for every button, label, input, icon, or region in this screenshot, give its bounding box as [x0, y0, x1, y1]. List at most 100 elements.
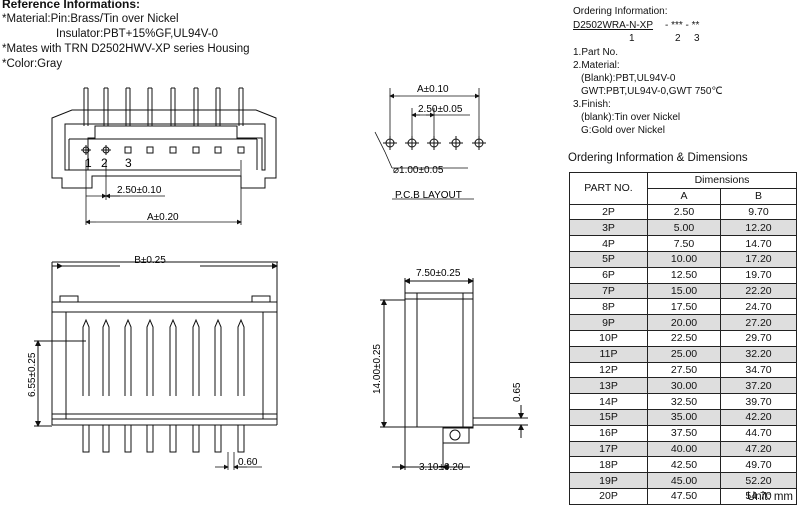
offset-dimension: 3.10±0.20: [419, 462, 464, 473]
table-cell-a: 40.00: [647, 440, 721, 458]
pin-leg: [237, 424, 245, 453]
table-cell-b: 42.20: [720, 408, 797, 426]
table-cell-part: 6P: [569, 266, 648, 284]
table-cell-b: 22.20: [720, 282, 797, 300]
ordering-index: 1: [629, 33, 635, 44]
ordering-item: 2.Material:: [573, 60, 620, 71]
table-cell-part: 14P: [569, 393, 648, 410]
table-cell-part: 3P: [569, 219, 648, 237]
table-cell-part: 16P: [569, 424, 648, 442]
pin: [102, 318, 110, 396]
pin-label: 2: [101, 156, 108, 170]
table-cell-b: 49.70: [720, 456, 797, 474]
table-cell-part: 20P: [569, 487, 648, 505]
pcb-layout: [374, 88, 480, 200]
table-header-a: A: [647, 187, 721, 205]
table-cell-part: 9P: [569, 314, 648, 331]
pcb-a-dimension: A±0.10: [417, 84, 449, 95]
pin-thickness-dimension: 0.65: [512, 382, 523, 402]
table-cell-part: 12P: [569, 361, 648, 379]
table-cell-a: 25.00: [647, 345, 721, 363]
ordering-index: 2: [675, 33, 681, 44]
front-view: [34, 261, 278, 427]
table-cell-a: 2.50: [647, 203, 721, 221]
pin-leg: [82, 424, 90, 453]
table-cell-b: 47.20: [720, 440, 797, 458]
top-view: [51, 87, 277, 189]
table-cell-a: 47.50: [647, 487, 721, 505]
pcb-pitch-dimension: 2.50±0.05: [418, 104, 463, 115]
table-header-dimensions: Dimensions: [647, 172, 797, 189]
table-cell-part: 15P: [569, 408, 648, 426]
table-cell-part: 17P: [569, 440, 648, 458]
table-cell-a: 7.50: [647, 235, 721, 252]
table-cell-b: 32.20: [720, 345, 797, 363]
pin-label: 1: [85, 156, 92, 170]
table-cell-part: 5P: [569, 250, 648, 268]
pin-contact: [214, 146, 222, 154]
table-cell-part: 8P: [569, 298, 648, 316]
depth-dimension: 7.50±0.25: [416, 268, 461, 279]
table-cell-a: 27.50: [647, 361, 721, 379]
table-cell-a: 37.50: [647, 424, 721, 442]
table-cell-a: 35.00: [647, 408, 721, 426]
table-cell-a: 45.00: [647, 472, 721, 489]
b-dimension: B±0.25: [134, 255, 166, 266]
pin-leg: [146, 424, 154, 453]
table-cell-part: 10P: [569, 329, 648, 347]
table-title: Ordering Information & Dimensions: [568, 152, 748, 164]
table-cell-a: 17.50: [647, 298, 721, 316]
reference-title: Reference Informations:: [2, 0, 141, 11]
pin-width-dimension: 0.60: [238, 457, 258, 468]
ordering-item: 3.Finish:: [573, 99, 611, 110]
table-cell-a: 10.00: [647, 250, 721, 268]
table-cell-b: 52.20: [720, 472, 797, 489]
connector-drawing: 1 2 3 2.50±0.10 A±0.20 A±0.10 2.50±0.05 …: [27, 84, 528, 473]
table-cell-a: 32.50: [647, 393, 721, 410]
pin: [192, 318, 200, 396]
unit-label: Unit: mm: [747, 491, 793, 503]
table-cell-b: 29.70: [720, 329, 797, 347]
table-header-part: PART NO.: [569, 172, 648, 205]
pcb-caption: P.C.B LAYOUT: [395, 190, 462, 201]
table-cell-b: 44.70: [720, 424, 797, 442]
table-cell-b: 19.70: [720, 266, 797, 284]
pin-label: 3: [125, 156, 132, 170]
ordering-suffix: - *** - **: [665, 20, 700, 31]
pin: [214, 318, 222, 396]
pin-height-dimension: 6.55±0.25: [27, 352, 38, 397]
pin-leg: [169, 424, 177, 453]
table-cell-b: 17.20: [720, 250, 797, 268]
reference-line: *Color:Gray: [2, 58, 63, 70]
table-cell-part: 2P: [569, 203, 648, 221]
table-header-b: B: [720, 187, 797, 205]
table-cell-b: 37.20: [720, 377, 797, 395]
table-cell-b: 54.70: [720, 487, 797, 505]
pin-leg: [214, 424, 222, 453]
pin: [237, 318, 245, 396]
table-cell-a: 5.00: [647, 219, 721, 237]
ordering-index: 3: [694, 33, 700, 44]
table-cell-a: 22.50: [647, 329, 721, 347]
pin-contact: [146, 146, 154, 154]
pin: [124, 318, 132, 396]
table-cell-b: 14.70: [720, 235, 797, 252]
pin-leg: [192, 424, 200, 453]
ordering-item: G:Gold over Nickel: [581, 125, 665, 136]
pin-contact: [124, 146, 132, 154]
ordering-item: (blank):Tin over Nickel: [581, 112, 681, 123]
